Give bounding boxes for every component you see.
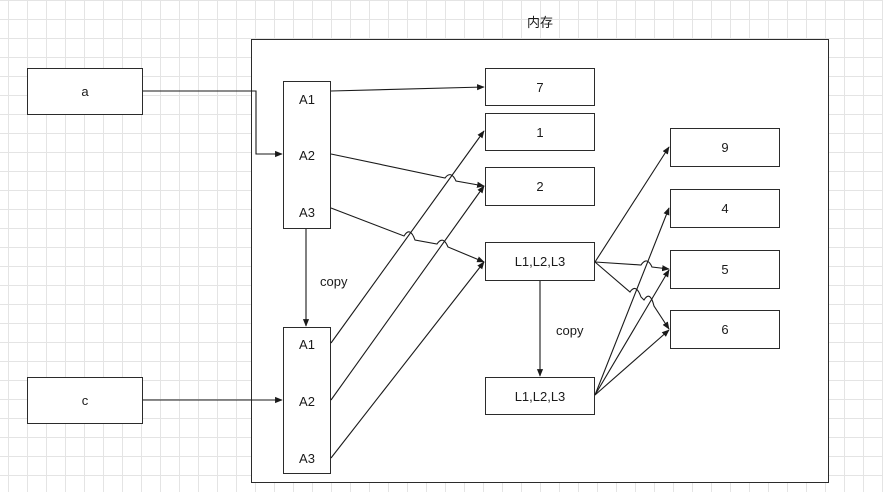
edge-bottom-a2-to-2[interactable] <box>330 185 485 401</box>
edge-top-a1-to-7[interactable] <box>330 84 485 92</box>
array-bottom-box[interactable]: A1 A2 A3 <box>283 327 331 474</box>
edge-list-bottom-to-5[interactable] <box>594 269 670 396</box>
value-7-label: 7 <box>536 79 544 95</box>
array-top-box[interactable]: A1 A2 A3 <box>283 81 331 229</box>
variable-c-label: c <box>81 393 89 408</box>
edge-a-to-array-top[interactable] <box>143 90 283 158</box>
value-5-label: 5 <box>721 262 729 277</box>
array-bottom-slot-a3: A3 <box>299 451 315 466</box>
array-top-slot-a2: A2 <box>299 148 315 163</box>
edge-bottom-a3-to-list[interactable] <box>330 261 485 459</box>
value-5-box[interactable]: 5 <box>670 250 780 289</box>
array-bottom-slot-a1: A1 <box>299 337 315 352</box>
value-9-label: 9 <box>721 140 729 155</box>
array-bottom-slot-a2: A2 <box>299 394 315 409</box>
variable-a-label: a <box>81 84 89 99</box>
edge-list-top-to-5[interactable] <box>594 260 670 272</box>
value-7-box[interactable]: 7 <box>485 68 595 106</box>
memory-title: 内存 <box>526 16 553 31</box>
value-1-label: 1 <box>536 124 544 140</box>
value-1-box[interactable]: 1 <box>485 113 595 151</box>
value-4-box[interactable]: 4 <box>670 189 780 228</box>
variable-a-box[interactable]: a <box>27 68 143 115</box>
copy-label-list: copy <box>556 323 584 338</box>
edge-list-bottom-to-6[interactable] <box>594 329 670 396</box>
copy-label-array: copy <box>320 274 348 289</box>
list-bottom-box[interactable]: L1,L2,L3 <box>485 377 595 415</box>
edge-list-top-to-6[interactable] <box>594 261 670 330</box>
edge-top-a3-to-list[interactable] <box>330 207 485 263</box>
array-top-slot-a3: A3 <box>299 205 315 220</box>
edge-top-a2-to-2[interactable] <box>330 153 485 188</box>
edge-list-top-to-9[interactable] <box>594 146 670 263</box>
array-top-slot-a1: A1 <box>299 92 315 107</box>
edge-list-bottom-to-4[interactable] <box>594 207 670 396</box>
value-2-box[interactable]: 2 <box>485 167 595 206</box>
value-4-label: 4 <box>721 201 729 216</box>
list-bottom-label: L1,L2,L3 <box>514 388 566 404</box>
value-6-box[interactable]: 6 <box>670 310 780 349</box>
value-9-box[interactable]: 9 <box>670 128 780 167</box>
variable-c-box[interactable]: c <box>27 377 143 424</box>
list-top-label: L1,L2,L3 <box>514 254 566 269</box>
edge-bottom-a1-to-1[interactable] <box>330 130 485 344</box>
value-6-label: 6 <box>721 322 729 337</box>
list-top-box[interactable]: L1,L2,L3 <box>485 242 595 281</box>
value-2-label: 2 <box>536 179 544 194</box>
